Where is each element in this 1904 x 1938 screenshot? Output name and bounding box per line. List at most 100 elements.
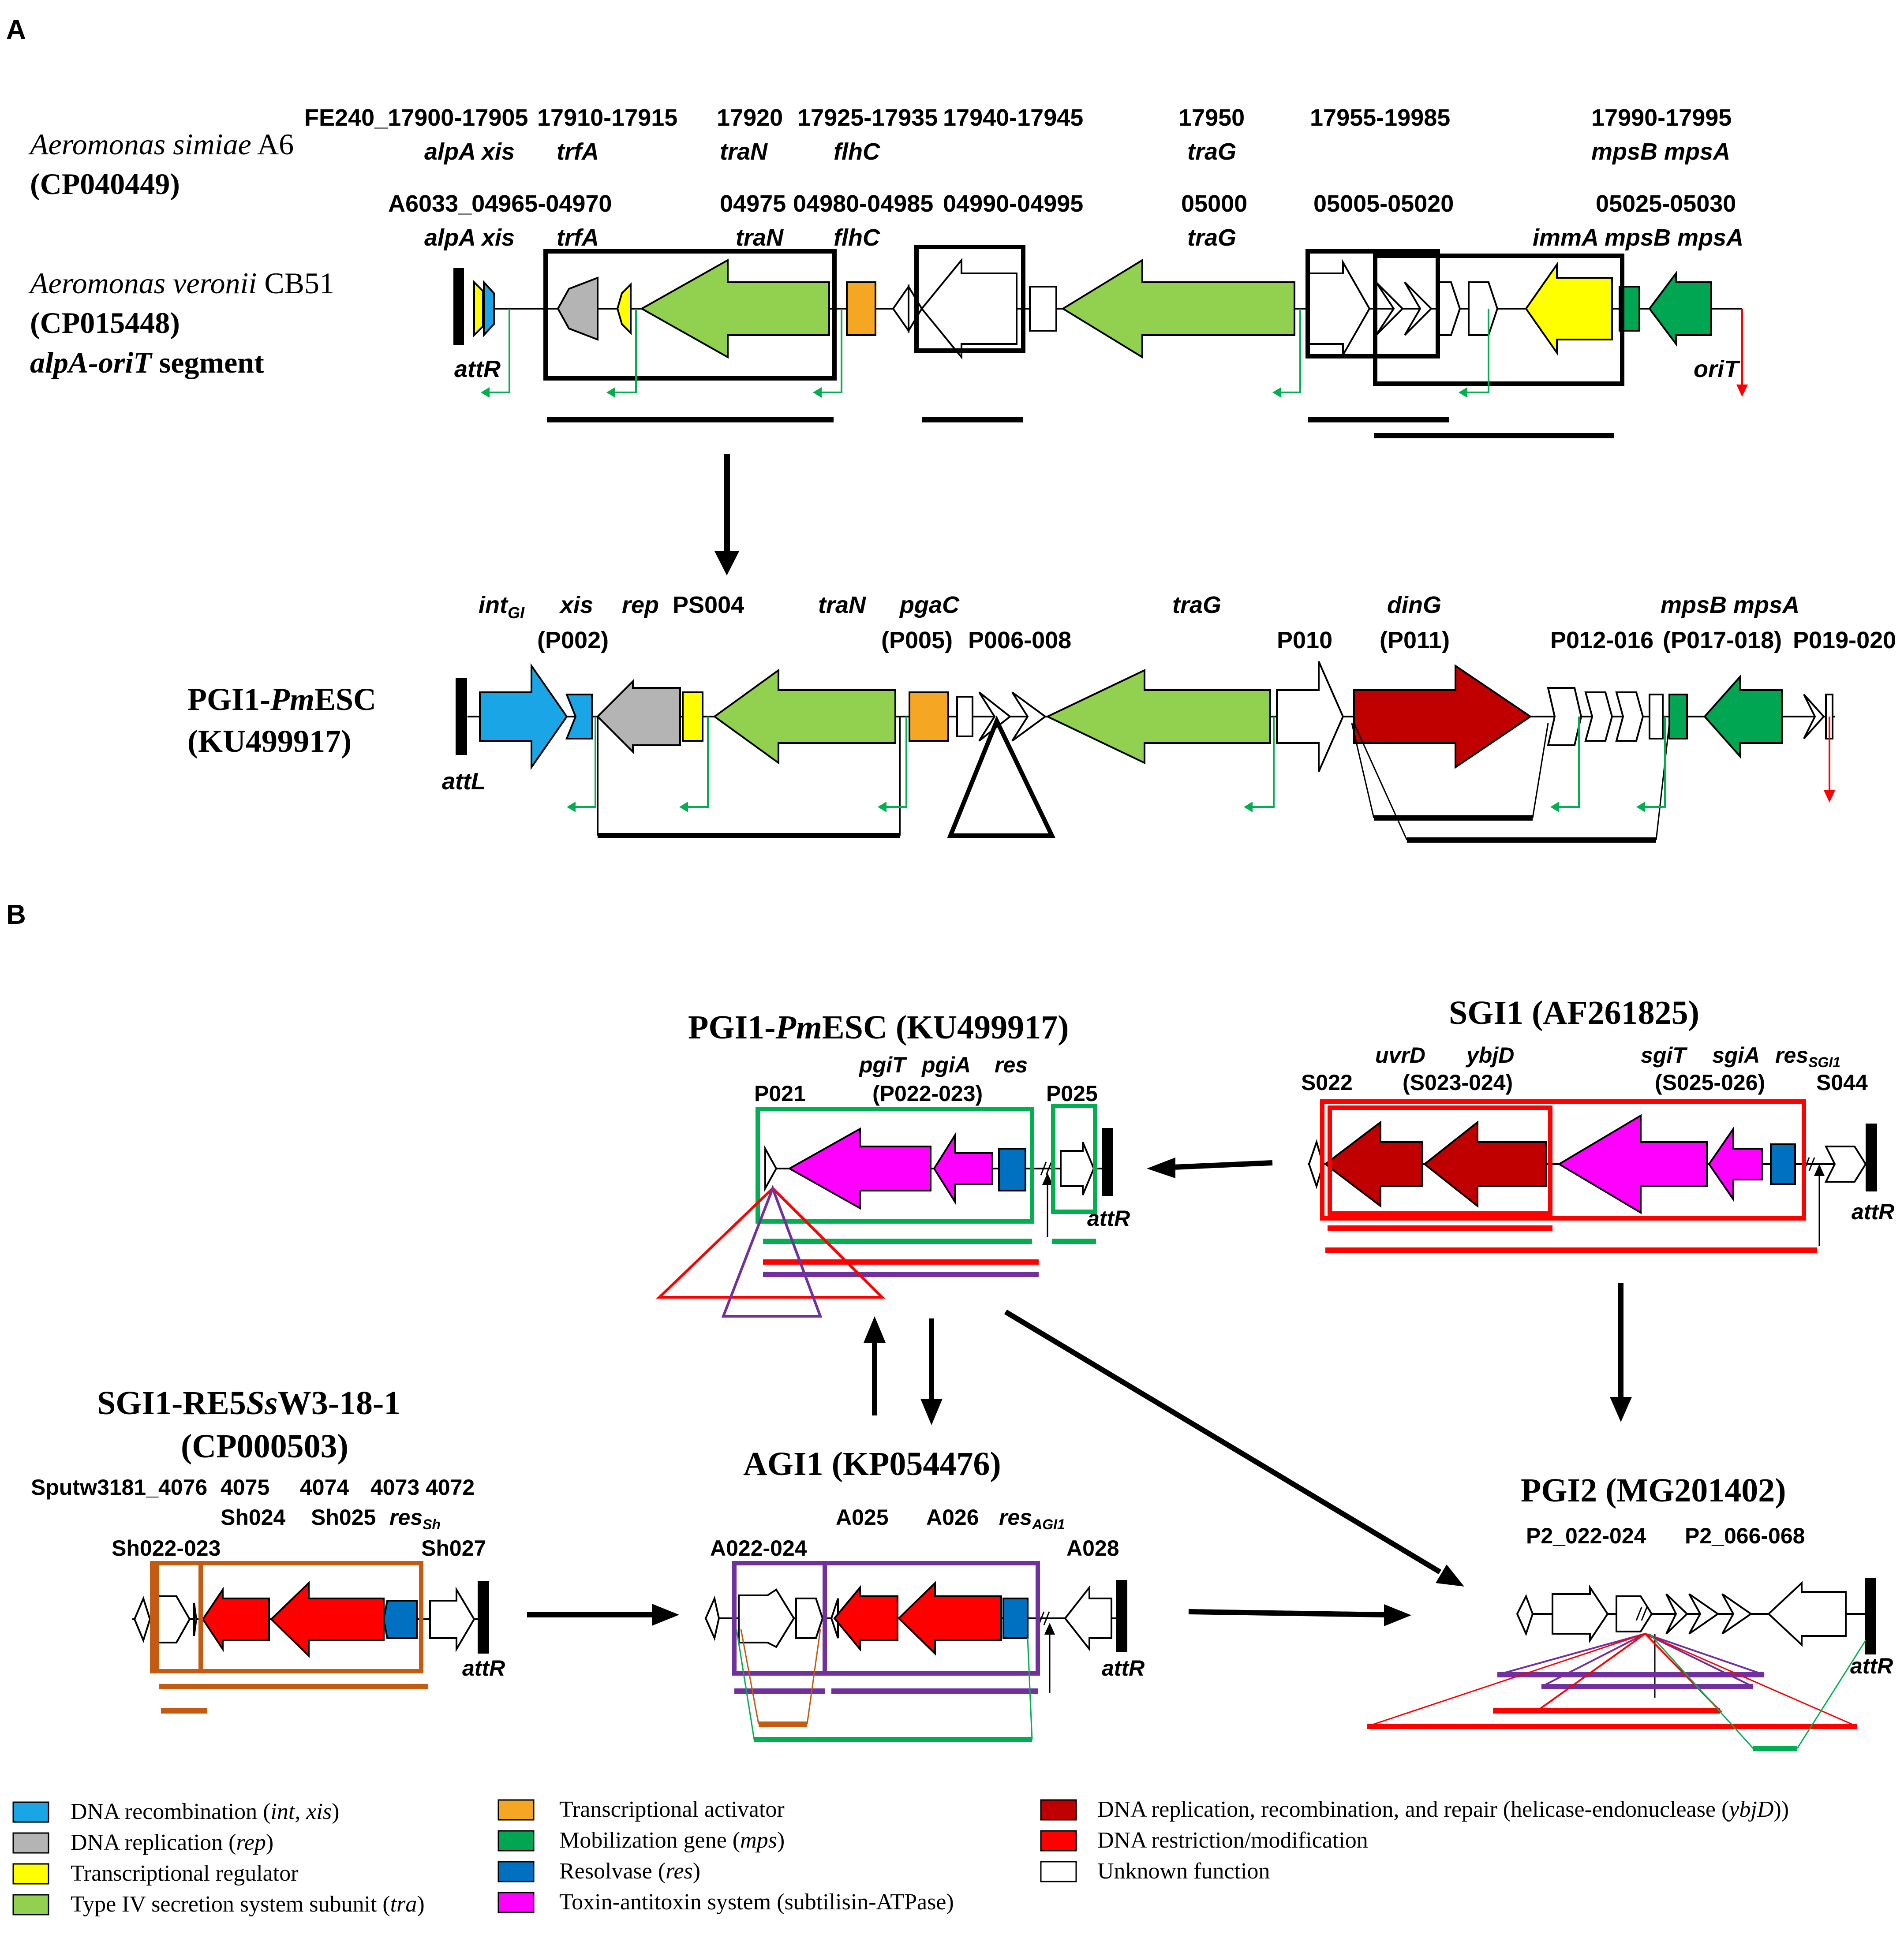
pgi2-att-bar — [1865, 1578, 1876, 1654]
sgire-4073: 4073 — [370, 1475, 419, 1500]
legend-swatch-helicase — [1040, 1799, 1077, 1821]
pgi1b-map — [764, 1127, 1113, 1237]
legend-unknown: Unknown function — [1040, 1859, 1270, 1884]
sgire-4074: 4074 — [300, 1475, 349, 1500]
legend-resolvase: Resolvase (res) — [498, 1859, 700, 1884]
pgi1b-p025-gene — [1060, 1142, 1095, 1195]
gene-small-d — [1468, 281, 1499, 336]
sgire-labels: Sputw3181_4076 4075 4074 4073 4072 Sh024… — [31, 1475, 505, 1680]
gene-tran-arrow — [640, 258, 830, 359]
sgire-brown-box-2 — [154, 1561, 203, 1673]
box-tran — [543, 249, 837, 381]
legend-text-replication: DNA replication (rep) — [71, 1830, 273, 1855]
pgi1b-purple-triangle — [721, 1184, 823, 1318]
sgire-title: SGI1-RE5SsW3-18-1 — [97, 1385, 400, 1422]
pgi2-map — [1516, 1578, 1876, 1698]
sgi1-attr: attR — [1852, 1199, 1894, 1224]
sgire-sh027-gene — [429, 1586, 475, 1653]
pgi1b-green-box — [756, 1107, 1034, 1224]
arrow-pgi1-pgi2 — [1004, 1309, 1442, 1575]
mid-id-row: A6033_04965-04970 04975 04980-04985 0499… — [388, 190, 1736, 217]
agi1-res: resAGI1 — [999, 1505, 1065, 1532]
id-05000: 05000 — [1181, 190, 1247, 217]
sgire-sh025-gene — [270, 1581, 385, 1658]
label-p017: (P017-018) — [1663, 627, 1782, 653]
gene-mpsa-pgi1 — [1703, 674, 1783, 759]
gene-rep — [596, 679, 681, 754]
agi1-purple-box-2 — [823, 1561, 1040, 1676]
legend-swatch-tra — [12, 1894, 49, 1916]
gene-p015 — [1649, 694, 1664, 739]
label-ding: dinG — [1387, 592, 1441, 618]
legend-text-mobilization: Mobilization gene (mps) — [559, 1828, 785, 1853]
gene-ding — [1353, 664, 1532, 769]
legend: DNA recombination (int, xis) DNA replica… — [12, 1797, 1789, 1917]
sgire-4072: 4072 — [426, 1475, 475, 1500]
id-04990: 04990-04995 — [943, 190, 1083, 217]
diag-4 — [1655, 723, 1670, 840]
gene-trfa-top: trfA — [557, 138, 599, 165]
label-pgac: pgaC — [899, 592, 960, 618]
diag-1 — [1351, 723, 1375, 818]
agi1-a025-gene — [833, 1585, 898, 1652]
pgi1b-p025: P025 — [1046, 1081, 1098, 1106]
pgi1b-labels: P021 pgiT pgiA res (P022-023) P025 attR — [754, 1053, 1130, 1231]
gene-mps-mid: immA mpsB mpsA — [1533, 224, 1743, 251]
gene-p012c — [1615, 691, 1644, 742]
gene-p019 — [1803, 694, 1825, 739]
gene-alpa-xis-mid: alpA xis — [424, 224, 515, 251]
gene-trfa-grey — [557, 276, 599, 341]
sgire-brown-box — [150, 1561, 423, 1673]
legend-swatch-recombination — [12, 1801, 49, 1823]
sgire-sh024: Sh024 — [221, 1505, 286, 1530]
species-veronii: Aeromonas veronii CB51 — [28, 266, 334, 300]
species-simiae: Aeromonas simiae A6 — [28, 127, 294, 161]
label-xis: xis — [559, 592, 593, 618]
sgi1-map — [1308, 1114, 1877, 1246]
legend-text-restriction: DNA restriction/modification — [1097, 1828, 1368, 1853]
legend-helicase: DNA replication, recombination, and repa… — [1040, 1797, 1789, 1822]
gene-17940-arrow — [920, 258, 1017, 360]
pgi1b-title: PGI1-PmESC (KU499917) — [688, 1009, 1069, 1046]
legend-swatch-regulator — [12, 1863, 49, 1885]
gene-tran-top: traN — [720, 138, 768, 165]
label-int: intGI — [479, 592, 525, 622]
gene-tran-mid: traN — [736, 224, 784, 251]
gene-imma — [1525, 261, 1613, 356]
sgi1-labels: S022 uvrD ybjD (S023-024) sgiT sgiA resS… — [1301, 1043, 1894, 1224]
legend-tra: Type IV secretion system subunit (tra) — [12, 1892, 425, 1917]
box-17955 — [1305, 249, 1440, 358]
label-p010: P010 — [1277, 627, 1332, 653]
label-p005: (P005) — [881, 627, 953, 653]
sgire-underlines — [159, 1684, 428, 1714]
attl-label: attL — [442, 768, 486, 795]
label-trag: traG — [1172, 592, 1221, 618]
gene-p006c — [1011, 691, 1047, 742]
sgi1-uvrd: uvrD — [1375, 1043, 1425, 1068]
gene-alpa — [473, 280, 484, 337]
sgi1-sgit: sgiT — [1641, 1043, 1688, 1068]
sgire-map — [132, 1581, 489, 1658]
pgi1b-res: res — [995, 1053, 1028, 1077]
gene-p006a — [956, 696, 973, 737]
promoters-pgi1 — [569, 717, 1666, 808]
id-05025: 05025-05030 — [1596, 190, 1736, 217]
legend-activator: Transcriptional activator — [498, 1797, 785, 1822]
legend-swatch-mobilization — [498, 1830, 535, 1852]
gene-flhc — [846, 281, 876, 336]
id-17925: 17925-17935 — [797, 105, 938, 131]
legend-text-helicase: DNA replication, recombination, and repa… — [1097, 1797, 1789, 1822]
id-17950: 17950 — [1178, 105, 1245, 131]
gene-small-a — [892, 284, 909, 334]
label-ps004: PS004 — [673, 592, 744, 618]
gene-trag-top: traG — [1187, 138, 1236, 165]
sgi1-s023: (S023-024) — [1403, 1070, 1513, 1095]
sgi1-red-box-2 — [1328, 1105, 1552, 1216]
agi1-a028: A028 — [1066, 1536, 1119, 1561]
gene-flhc-mid: flhC — [834, 224, 880, 251]
label-p006: P006-008 — [968, 627, 1071, 653]
arrow-sgi1-pgi1 — [1173, 1160, 1273, 1170]
pgi1b-pgia: pgiA — [921, 1053, 971, 1077]
sgire-sh024-gene — [202, 1587, 270, 1652]
